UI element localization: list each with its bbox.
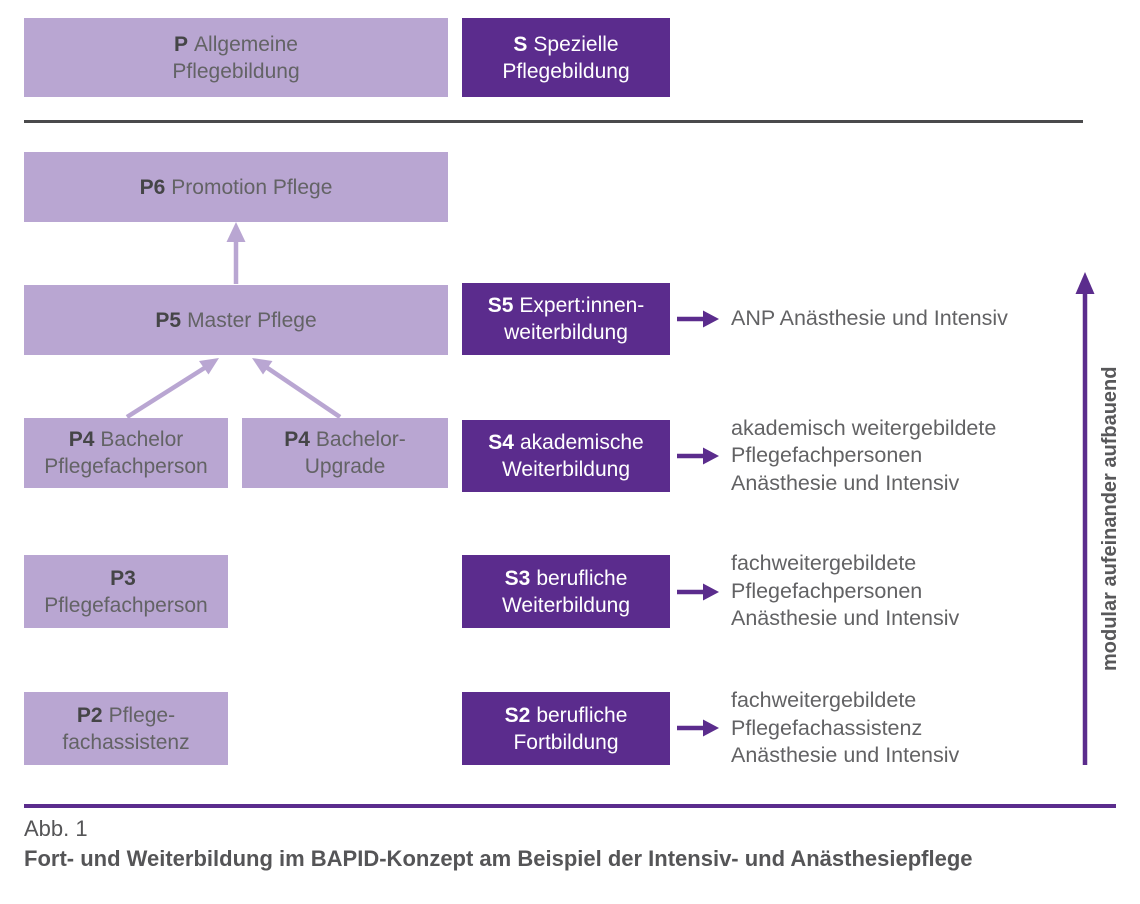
s2-label-line2: Fortbildung (513, 730, 619, 754)
legend-general-line1: Allgemeine (194, 32, 298, 56)
legend-prefix-p: P (174, 32, 189, 56)
arrow-p5-to-p6 (226, 222, 246, 284)
arrow-modular-aufbauend (1075, 272, 1095, 765)
p2-label-line2: fachassistenz (62, 730, 190, 754)
annotation-s4-line2: Pflegefachpersonen (731, 443, 923, 468)
arrow-p4b-to-p5 (252, 358, 342, 419)
p5-label: Master Pflege (187, 308, 317, 332)
annotation-s3-line2: Pflegefachpersonen (731, 578, 923, 603)
s4-label-line1: akademische (519, 431, 644, 454)
p3-prefix: P3 (110, 566, 136, 590)
side-label-modular: modular aufeinander aufbauend (1099, 366, 1121, 671)
p4b-label-line1: Bachelor- (315, 428, 406, 451)
s3-label-line1: berufliche (536, 566, 628, 590)
p2-label-line1: Pflege- (108, 703, 176, 727)
p2-prefix: P2 (76, 703, 103, 727)
s5-label-line2: weiterbildung (504, 321, 628, 344)
s4-prefix: S4 (488, 431, 514, 454)
annotation-s4-line1: akademisch weitergebildete (731, 415, 997, 440)
arrow-p4a-to-p5 (125, 358, 219, 419)
annotation-s2-line3: Anästhesie und Intensiv (731, 743, 960, 768)
p6-label: Promotion Pflege (171, 175, 333, 199)
s5-prefix: S5 (487, 294, 514, 317)
arrow-s4-annotation (677, 447, 719, 465)
s3-label-line2: Weiterbildung (501, 593, 631, 617)
figure-caption-label: Abb. 1 (24, 816, 88, 841)
annotation-s3-line1: fachweitergebildete (731, 551, 917, 576)
annotation-s3: fachweitergebildete Pflegefachpersonen A… (731, 551, 959, 630)
arrow-s5-annotation (677, 310, 719, 328)
box-p3-pflegefachperson: P3 Pflegefachperson (24, 555, 228, 628)
p5-prefix: P5 (155, 308, 182, 332)
s5-label-line1: Expert:innen- (519, 294, 645, 317)
p4a-label-line2: Pflegefachperson (44, 455, 208, 478)
p3-label-line2: Pflegefachperson (44, 593, 208, 617)
s4-label-line2: Weiterbildung (501, 458, 631, 481)
s2-label-line1: berufliche (536, 703, 628, 727)
p6-prefix: P6 (139, 175, 166, 199)
legend-special-line2: Pflegebildung (502, 59, 630, 83)
arrow-s2-annotation (677, 719, 719, 737)
annotation-s2: fachweitergebildete Pflegefachassistenz … (731, 688, 959, 767)
legend-special-line1: Spezielle (533, 32, 619, 56)
p4a-label-line1: Bachelor (100, 428, 184, 451)
figure-caption-title: Fort- und Weiterbildung im BAPID-Konzept… (24, 846, 973, 871)
bottom-divider-rule (24, 804, 1116, 808)
p4b-label-line2: Upgrade (304, 455, 386, 478)
annotation-s4: akademisch weitergebildete Pflegefachper… (731, 416, 996, 495)
annotation-s2-line2: Pflegefachassistenz (731, 715, 923, 740)
s2-prefix: S2 (504, 703, 531, 727)
annotation-s4-line3: Anästhesie und Intensiv (731, 470, 960, 495)
p4b-prefix: P4 (284, 428, 310, 451)
arrow-s3-annotation (677, 583, 719, 601)
legend-prefix-s: S (513, 32, 528, 56)
legend-general-line2: Pflegebildung (172, 59, 300, 83)
top-divider-rule (24, 120, 1083, 123)
p4a-prefix: P4 (68, 428, 95, 451)
annotation-s3-line3: Anästhesie und Intensiv (731, 606, 960, 631)
annotation-s2-line1: fachweitergebildete (731, 688, 917, 713)
annotation-s5: ANP Anästhesie und Intensiv (731, 283, 1008, 355)
s3-prefix: S3 (504, 566, 531, 590)
annotation-s5-line1: ANP Anästhesie und Intensiv (731, 306, 1008, 331)
